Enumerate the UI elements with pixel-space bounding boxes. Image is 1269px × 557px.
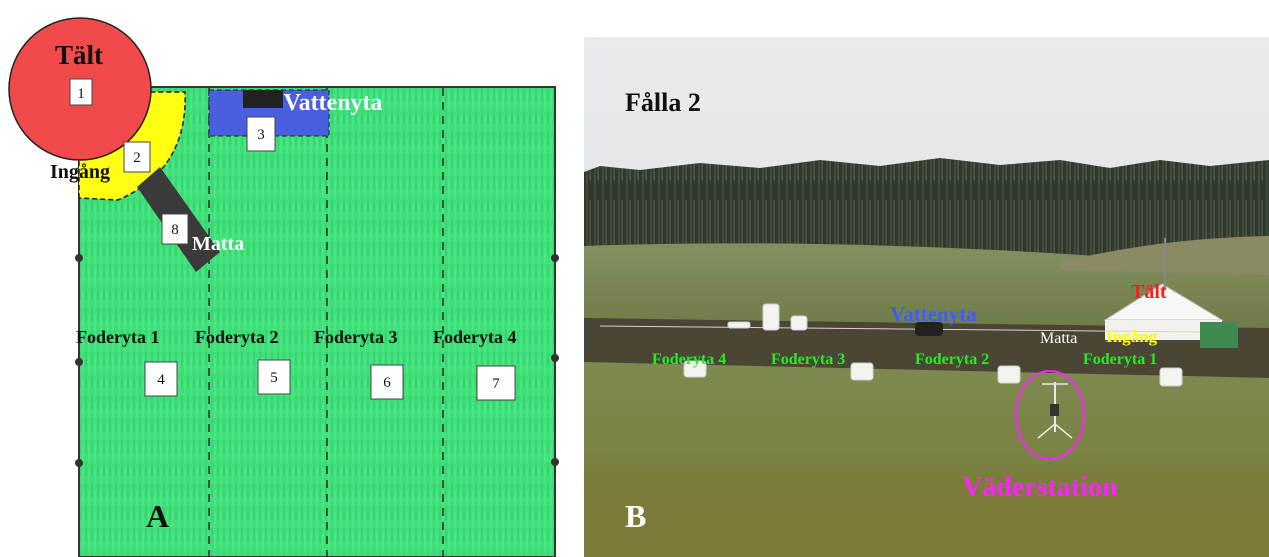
forest <box>584 158 1269 262</box>
photo-title: Fålla 2 <box>625 88 701 117</box>
svg-text:5: 5 <box>270 370 278 386</box>
fence-line <box>599 325 1201 333</box>
number-box-feed1: 4 <box>144 361 178 397</box>
number-box-tent: 1 <box>69 78 93 106</box>
photo-label-tent: Tält <box>1131 281 1167 303</box>
svg-text:1: 1 <box>77 86 85 102</box>
number-box-water: 3 <box>246 116 276 152</box>
number-box-mat: 8 <box>161 213 189 245</box>
photo-label-feed3: Foderyta 3 <box>771 351 845 368</box>
photo-label-mat: Matta <box>1040 330 1077 347</box>
label-feed2: Foderyta 2 <box>195 327 278 347</box>
svg-text:7: 7 <box>492 376 500 392</box>
label-tent: Tält <box>55 40 103 70</box>
number-box-entrance: 2 <box>123 141 151 173</box>
label-feed3: Foderyta 3 <box>314 327 397 347</box>
water-dark-strip <box>243 90 283 108</box>
svg-text:3: 3 <box>257 127 265 143</box>
hay-bales <box>683 303 1183 387</box>
svg-text:8: 8 <box>171 222 179 238</box>
number-box-feed3: 6 <box>370 364 404 400</box>
label-water: Vattenyta <box>283 90 382 116</box>
animal <box>915 322 943 336</box>
label-feed4: Foderyta 4 <box>433 327 516 347</box>
label-mat: Matta <box>192 233 244 255</box>
photo-label-feed2: Foderyta 2 <box>915 351 989 368</box>
fence-posts <box>75 254 559 467</box>
svg-text:6: 6 <box>383 375 391 391</box>
weather-station <box>1037 382 1073 439</box>
label-feed1: Foderyta 1 <box>76 327 159 347</box>
tent-structure <box>1103 238 1238 348</box>
photo-label-weather-station: Väderstation <box>962 472 1118 503</box>
photo-label-water: Vattenyta <box>890 302 977 326</box>
panel-letter-b: B <box>625 498 646 534</box>
svg-text:4: 4 <box>157 372 165 388</box>
label-entrance: Ingång <box>50 161 110 183</box>
photo-label-entrance: Ingång <box>1106 327 1158 346</box>
panel-a-map: 1 2 3 8 4 5 6 7 Tält <box>8 17 559 557</box>
photo-label-feed1: Foderyta 1 <box>1083 351 1157 368</box>
weather-station-circle <box>1015 370 1085 460</box>
photo-label-feed4: Foderyta 4 <box>652 351 726 368</box>
svg-text:2: 2 <box>133 150 141 166</box>
number-box-feed4: 7 <box>476 365 516 401</box>
panel-b-photo: Fålla 2 Tält Vattenyta Matta Ingång Fode… <box>584 37 1269 557</box>
number-box-feed2: 5 <box>257 359 291 395</box>
panel-letter-a: A <box>146 498 169 534</box>
